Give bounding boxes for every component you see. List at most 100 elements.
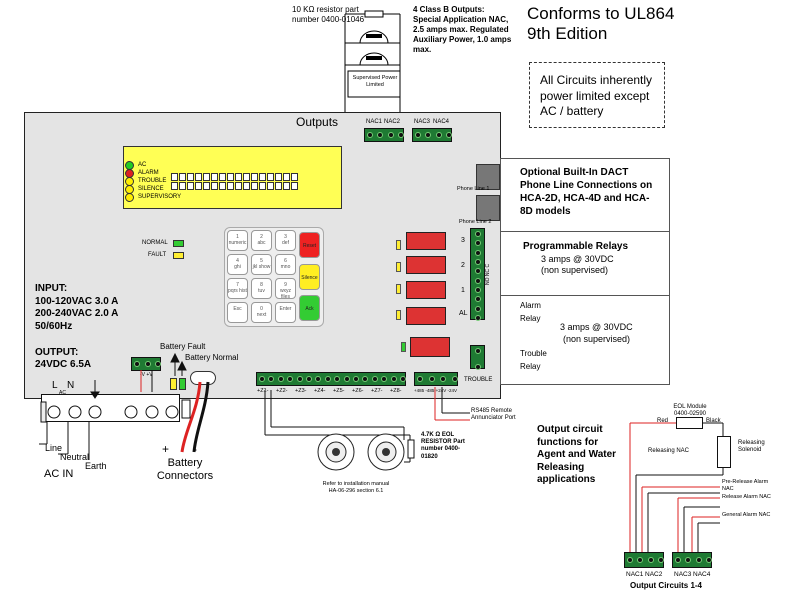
terminal-screw-icon [474,305,481,312]
key-esc-num: Esc [233,306,242,312]
terminal-screw-icon [277,376,284,382]
terminal-screw-icon [367,132,373,138]
zone-label-3: +Z3- [295,388,307,394]
release-nac-block-left[interactable] [624,552,664,568]
rs485-terminal-block[interactable] [414,372,458,386]
mains-neutral-label: Neutral [60,452,90,462]
relay-terminal-block[interactable] [470,228,485,321]
key-9-num: 9 [284,282,287,288]
alarm-relay-label: Alarm Relay [520,301,541,323]
terminal-screw-icon [647,557,654,563]
general-alarm-label: General Alarm NAC [722,512,771,518]
outputs-title: Outputs [296,115,339,129]
phone-jack-1[interactable] [476,164,500,190]
nac-terminal-block-right[interactable] [412,128,452,142]
battery-connector[interactable] [190,371,216,385]
terminal-screw-icon [353,376,359,382]
terminal-screw-icon [627,557,633,563]
zone-terminal-block[interactable] [256,372,406,386]
lcd-cell [227,182,234,190]
relay-2 [406,256,446,274]
key-enter[interactable]: Enter [275,302,296,323]
terminal-screw-icon [474,240,481,247]
lcd-cell [251,182,258,190]
relay-led-al [396,310,401,320]
trouble-terminal-block[interactable] [470,345,485,370]
terminal-screw-icon [474,315,481,321]
lcd-cell [171,182,178,190]
key-6-num: 6 [284,258,287,264]
input-line1: 100-120VAC 3.0 A [35,296,119,307]
release-alarm-label: Release Alarm NAC [722,494,771,500]
terminal-screw-icon [706,557,712,563]
ac-in-label: AC IN [44,468,74,480]
nac3-label: NAC3 [414,119,431,125]
battery-fault-led-icon [170,378,177,390]
normal-led-icon [173,240,184,247]
ack-button[interactable]: Ack [299,295,320,321]
nac4-label: NAC4 [433,119,450,125]
battery-connectors-label: Battery Connectors [156,457,214,482]
silence-button[interactable]: Silence [299,264,320,290]
lcd-cell [251,173,258,181]
output-circuits-label: Output Circuits 1-4 [630,581,703,590]
prog-relays-note: (non supervised) [541,265,609,275]
input-line3: 50/60Hz [35,321,73,332]
terminal-screw-icon [334,376,341,382]
key-1-sub: numeric [228,240,247,246]
lcd-cell [195,173,202,181]
normal-led-label: NORMAL [142,240,168,246]
terminal-screw-icon [387,132,394,138]
lcd-cell [243,182,250,190]
key-7-num: 7 [236,282,239,288]
zone-label-8: +Z8- [390,388,402,394]
battery-vv-terminal[interactable] [131,357,161,371]
key-4-sub: ghi [234,264,241,270]
battery-vv-label: -V +V [140,372,153,378]
rs485-label: RS485 Remote Annunciator Port [471,408,516,422]
zone-label-6: +Z6- [352,388,364,394]
key-0-num: 0 [260,306,263,312]
relay-num-1: 1 [461,287,465,294]
terminal-screw-icon [428,376,435,382]
output-line1: 24VDC 6.5A [35,359,92,370]
zone-label-2: +Z2- [276,388,288,394]
release-nac-block-right[interactable] [672,552,712,568]
lcd-cell [187,173,194,181]
reset-button[interactable]: Reset [299,232,320,258]
lcd-cell [171,173,178,181]
terminal-screw-icon [287,376,294,382]
terminal-screw-icon [446,132,452,138]
terminal-screw-icon [315,376,322,382]
classb-label: 4 Class B Outputs: Special Application N… [413,5,512,54]
lcd-cell [259,182,266,190]
relay-led-3 [396,240,401,250]
terminal-screw-icon [371,376,378,382]
lcd-cell [275,182,282,190]
lcd-cell [267,173,274,181]
phone-jack-2[interactable] [476,195,500,221]
terminal-screw-icon [474,287,481,293]
release-nac1-label: NAC1 [626,571,644,578]
input-title: INPUT: [35,283,68,294]
nac-terminal-block-left[interactable] [364,128,404,142]
terminal-screw-icon [417,376,423,382]
lcd-cell [235,182,242,190]
terminal-screw-icon [390,376,397,382]
key-esc[interactable]: Esc [227,302,248,323]
led-label-ac: AC [138,162,147,168]
conforms-title: Conforms to UL864 [527,4,675,23]
terminal-screw-icon [296,376,303,382]
led-label-alarm: ALARM [138,170,159,176]
key-8-num: 8 [260,282,263,288]
